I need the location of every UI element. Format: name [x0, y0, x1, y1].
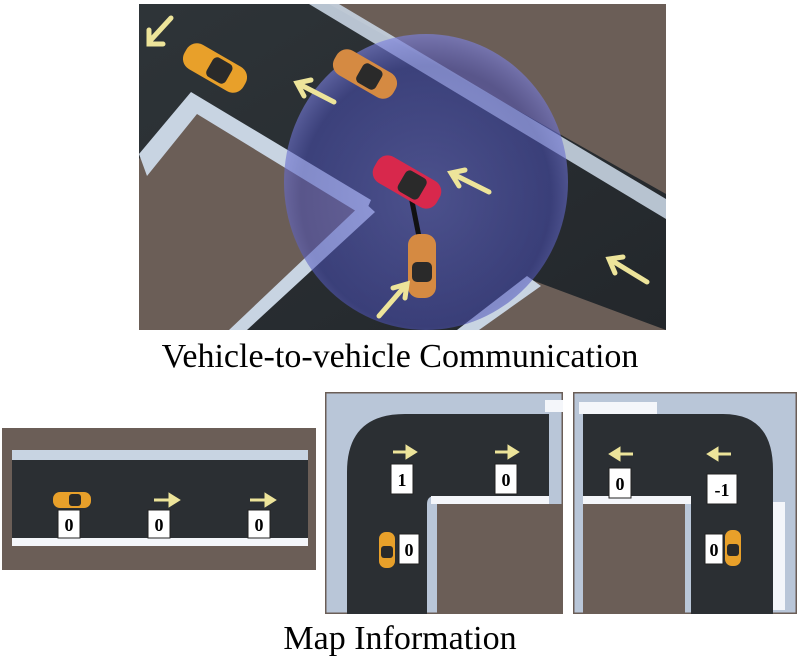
- curb: [545, 400, 563, 412]
- car-icon: [408, 234, 436, 298]
- direction-arrow-icon: [495, 444, 520, 460]
- ground-block: [139, 99, 364, 330]
- map-panel-right-turn: 1 0 0: [325, 392, 563, 614]
- ground-block: [583, 504, 685, 614]
- curb: [12, 450, 308, 460]
- curb: [773, 502, 785, 610]
- car-icon: [332, 49, 398, 99]
- map-info-caption: Map Information: [283, 620, 517, 657]
- direction-arrow-icon: [146, 15, 174, 47]
- direction-arrow-icon: [250, 492, 277, 508]
- curb: [12, 538, 308, 546]
- map-label-box: [704, 533, 724, 565]
- ground-block: [459, 279, 666, 330]
- curb: [579, 402, 657, 414]
- direction-arrow-icon: [608, 446, 633, 462]
- direction-arrow-icon: [293, 77, 337, 105]
- map-panel-straight: 0 0 0: [2, 428, 316, 570]
- map-label: -1: [715, 480, 730, 500]
- curb: [431, 496, 549, 504]
- ground-block: [437, 504, 563, 614]
- map-label-box: [247, 509, 271, 539]
- map-label-box: [398, 533, 420, 565]
- map-label-box: [147, 509, 171, 539]
- car-icon: [53, 492, 91, 508]
- car-icon: [379, 532, 395, 568]
- direction-arrow-icon: [706, 446, 731, 462]
- v2v-caption: Vehicle-to-vehicle Communication: [161, 338, 639, 375]
- map-label: 0: [255, 515, 264, 535]
- map-label-box: [608, 467, 632, 499]
- direction-arrow-icon: [154, 492, 181, 508]
- car-icon: [182, 43, 248, 93]
- map-label: 0: [405, 540, 414, 560]
- direction-arrow-icon: [605, 254, 650, 285]
- v2v-scene: [139, 4, 666, 330]
- map-panel-left-turn: 0 -1 0: [573, 392, 797, 614]
- direction-arrow-icon: [393, 444, 418, 460]
- direction-arrow-icon: [376, 280, 411, 319]
- map-label: 0: [710, 540, 719, 560]
- map-label: 0: [502, 470, 511, 490]
- curb: [583, 496, 691, 504]
- map-label: 0: [155, 515, 164, 535]
- map-label-box: [706, 473, 738, 505]
- direction-arrow-icon: [447, 167, 492, 195]
- car-icon: [725, 530, 741, 566]
- car-icon: [372, 155, 442, 209]
- road-surface: [583, 414, 773, 614]
- map-label-box: [494, 463, 518, 495]
- map-label-box: [390, 463, 414, 495]
- map-label: 0: [65, 515, 74, 535]
- map-label: 1: [398, 470, 407, 490]
- map-label: 0: [616, 474, 625, 494]
- map-label-box: [57, 509, 81, 539]
